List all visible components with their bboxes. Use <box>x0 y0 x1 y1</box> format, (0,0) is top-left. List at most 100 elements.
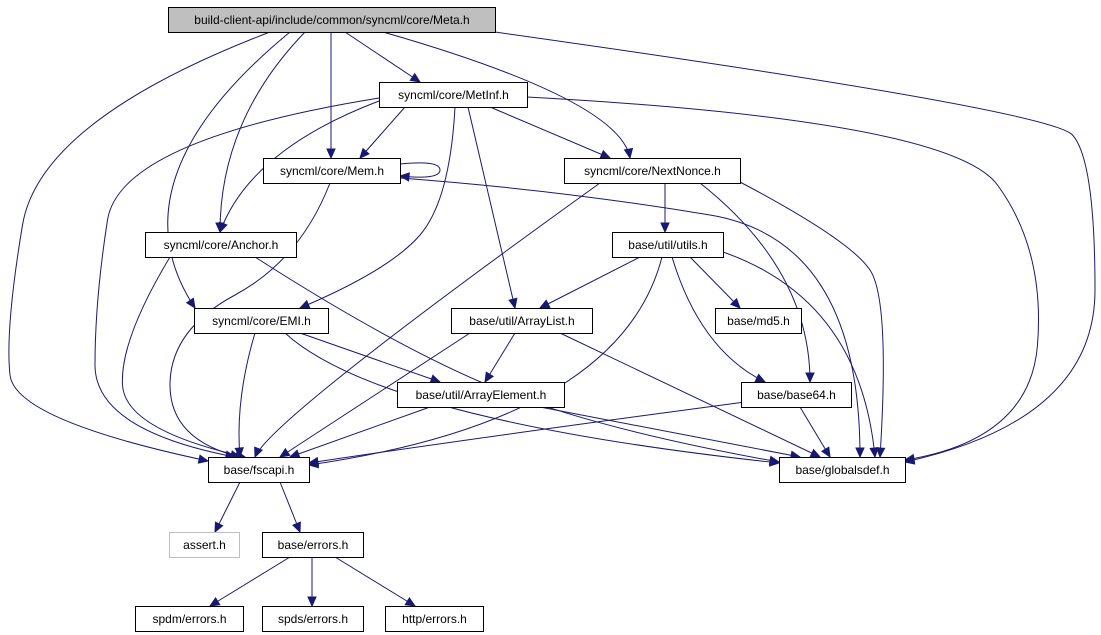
edge-line <box>494 31 1096 463</box>
edge-arraylist-to-globalsdef <box>559 332 822 458</box>
node-label: base/errors.h <box>278 538 349 552</box>
nodes-layer: build-client-api/include/common/syncml/c… <box>135 7 906 632</box>
node-box <box>262 532 364 558</box>
arrowhead <box>821 446 831 459</box>
node-label: syncml/core/Mem.h <box>280 164 384 178</box>
node-errors[interactable]: base/errors.h <box>262 532 364 558</box>
node-box <box>451 308 593 334</box>
edge-utils-to-base64 <box>671 256 767 383</box>
node-label: base/util/ArrayList.h <box>469 314 574 328</box>
arrowhead <box>197 454 210 464</box>
arrowhead <box>484 371 495 384</box>
edge-line <box>121 256 246 458</box>
arrowhead <box>214 521 224 534</box>
arrowhead <box>623 147 634 160</box>
node-utils[interactable]: base/util/utils.h <box>612 232 724 258</box>
node-box <box>779 457 906 483</box>
node-label: spdm/errors.h <box>152 612 226 626</box>
node-anchor[interactable]: syncml/core/Anchor.h <box>145 232 297 258</box>
arrowhead <box>769 457 781 467</box>
node-label: syncml/core/NextNonce.h <box>584 164 721 178</box>
node-metinf[interactable]: syncml/core/MetInf.h <box>379 82 528 108</box>
arrowhead <box>809 448 822 458</box>
node-fscapi[interactable]: base/fscapi.h <box>208 457 310 483</box>
edge-line <box>167 31 291 309</box>
edge-metinf-to-mem <box>359 106 406 159</box>
edge-utils-to-globalsdef <box>722 251 879 459</box>
node-label: base/globalsdef.h <box>795 463 889 477</box>
edge-metinf-to-globalsdef <box>526 96 1040 464</box>
node-arraylist[interactable]: base/util/ArrayList.h <box>451 308 593 334</box>
edge-utils-to-fscapi <box>307 256 663 469</box>
node-box <box>168 7 496 33</box>
arrowhead <box>855 447 865 459</box>
node-http[interactable]: http/errors.h <box>385 606 484 632</box>
arrowhead <box>599 149 612 159</box>
edge-emi-to-fscapi <box>234 332 256 459</box>
node-box <box>715 308 802 334</box>
node-spdm[interactable]: spdm/errors.h <box>135 606 244 632</box>
node-mem[interactable]: syncml/core/Mem.h <box>263 158 401 184</box>
node-globalsdef[interactable]: base/globalsdef.h <box>779 457 906 483</box>
node-emi[interactable]: syncml/core/EMI.h <box>194 308 329 334</box>
arrowhead <box>538 299 551 309</box>
node-box <box>145 232 297 258</box>
edge-nextnonce-to-utils <box>660 183 670 234</box>
edge-metinf-to-emi <box>298 106 456 309</box>
edge-line <box>8 31 271 462</box>
edge-mem-to-globalsdef <box>399 177 865 459</box>
edge-line <box>399 162 441 178</box>
edge-line <box>484 332 516 383</box>
edges-layer <box>8 31 1096 608</box>
edge-meta-to-emi <box>167 31 291 310</box>
arrowhead <box>234 447 244 459</box>
edge-line <box>219 31 306 233</box>
edge-line <box>489 106 611 159</box>
edge-errors-to-http <box>334 556 417 607</box>
arrowhead <box>409 72 422 83</box>
edge-meta-to-fscapi <box>8 31 271 464</box>
arrowhead <box>805 372 815 384</box>
node-base64[interactable]: base/base64.h <box>741 382 852 408</box>
arrowhead <box>754 373 767 383</box>
edge-nextnonce-to-base64 <box>699 182 815 384</box>
edge-emi-to-globalsdef <box>284 332 781 467</box>
arrowhead <box>254 446 263 459</box>
edge-line <box>254 256 780 463</box>
edge-line <box>284 332 780 464</box>
edge-arraylist-to-fscapi <box>278 332 471 458</box>
node-box <box>397 382 565 408</box>
edge-line <box>344 31 421 83</box>
edge-metinf-to-arraylist <box>467 106 518 310</box>
node-box <box>741 382 852 408</box>
arrowhead <box>185 297 196 310</box>
arrowhead <box>288 449 301 459</box>
arrowhead <box>208 596 221 607</box>
edge-meta-to-nextnonce <box>382 31 634 160</box>
node-box <box>612 232 724 258</box>
edge-fscapi-to-errors <box>279 481 301 534</box>
edge-line <box>299 106 456 309</box>
edge-line <box>94 97 380 458</box>
node-box <box>263 158 401 184</box>
node-spds[interactable]: spds/errors.h <box>262 606 364 632</box>
node-arrayelement[interactable]: base/util/ArrayElement.h <box>397 382 565 408</box>
edge-line <box>289 406 431 458</box>
arrowhead <box>869 447 879 459</box>
arrowhead <box>404 596 417 607</box>
edge-line <box>559 332 821 458</box>
arrowhead <box>508 297 518 310</box>
node-md5[interactable]: base/md5.h <box>715 308 802 334</box>
arrowhead <box>875 447 886 459</box>
node-meta[interactable]: build-client-api/include/common/syncml/c… <box>168 7 496 33</box>
node-label: base/util/utils.h <box>628 238 707 252</box>
edge-line <box>334 556 416 607</box>
edge-errors-to-spds <box>307 557 317 608</box>
edge-line <box>722 251 876 458</box>
node-label: http/errors.h <box>402 612 467 626</box>
arrowhead <box>307 596 317 608</box>
node-assert: assert.h <box>169 532 240 558</box>
edge-utils-to-arraylist <box>538 256 641 309</box>
node-nextnonce[interactable]: syncml/core/NextNonce.h <box>564 158 741 184</box>
arrowhead <box>359 147 370 159</box>
